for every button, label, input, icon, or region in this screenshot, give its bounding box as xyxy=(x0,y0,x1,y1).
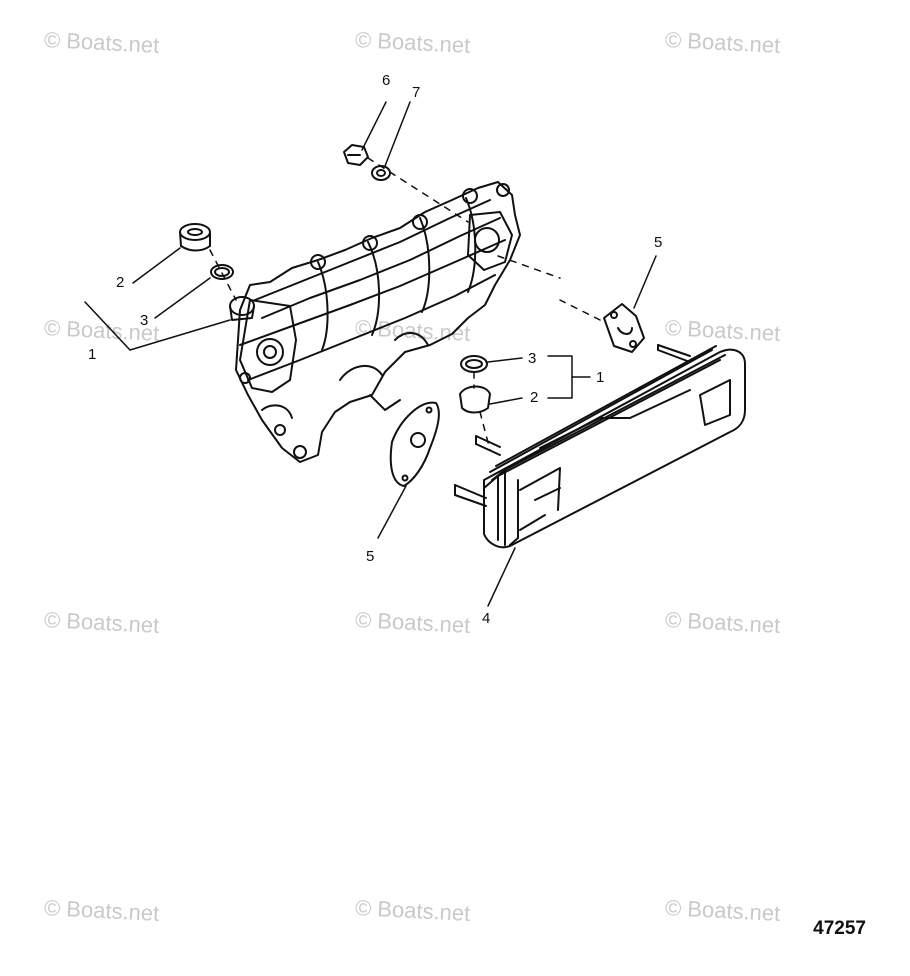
water-manifold-housing xyxy=(235,181,521,463)
gasket-lower xyxy=(389,401,440,487)
alignment-lines xyxy=(209,157,601,451)
cap-right xyxy=(459,385,491,414)
o-ring xyxy=(210,264,234,280)
callout-5: 5 xyxy=(366,548,375,565)
fitting-on-manifold xyxy=(229,296,255,321)
callout-3: 3 xyxy=(528,350,537,367)
heat-exchanger xyxy=(454,345,746,549)
gasket-upper xyxy=(603,303,645,353)
callout-1: 1 xyxy=(88,346,97,363)
leader-lines xyxy=(84,101,657,607)
callout-1: 1 xyxy=(596,369,605,386)
callout-5: 5 xyxy=(654,234,663,251)
o-ring-right xyxy=(460,355,488,373)
stud-upper xyxy=(657,344,691,363)
figure-number: 47257 xyxy=(813,918,866,939)
callout-4: 4 xyxy=(482,610,491,627)
cap xyxy=(179,223,211,252)
callout-3: 3 xyxy=(140,312,149,329)
callout-2: 2 xyxy=(116,274,125,291)
callout-7: 7 xyxy=(412,84,421,101)
nut xyxy=(343,144,369,166)
callout-6: 6 xyxy=(382,72,391,89)
callout-2: 2 xyxy=(530,389,539,406)
washer xyxy=(371,165,391,181)
